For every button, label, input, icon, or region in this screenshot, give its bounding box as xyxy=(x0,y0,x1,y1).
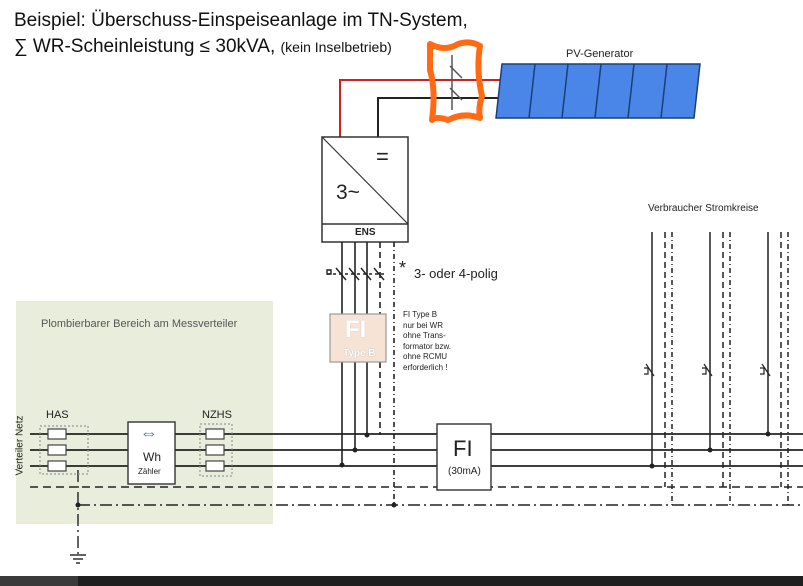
diagram-title-line1: Beispiel: Überschuss-Einspeiseanlage im … xyxy=(14,10,468,31)
diagram-title-line2: ∑ WR-Scheinleistung ≤ 30kVA, (kein Insel… xyxy=(14,36,392,58)
inverter-dc-symbol: = xyxy=(376,144,389,169)
inverter-ac-symbol: 3~ xyxy=(336,181,360,204)
meter-arrow-icon: ⇔ xyxy=(140,423,158,443)
nzhs-fuses xyxy=(199,423,233,477)
meter-box xyxy=(127,421,176,485)
meter-label: Zähler xyxy=(138,467,161,476)
ac-switch xyxy=(326,267,386,281)
junction-dots xyxy=(75,431,771,508)
fi-type-b-big: FI xyxy=(345,316,367,343)
has-fuses xyxy=(39,425,89,475)
sealed-area-label: Plombierbarer Bereich am Messverteiler xyxy=(41,318,238,330)
fi-main-big: FI xyxy=(453,436,473,461)
dc-switch-highlight xyxy=(427,39,485,123)
fi-type-b-small: Type B xyxy=(343,348,376,359)
dc-plus-line xyxy=(339,79,500,137)
fi-main-box xyxy=(436,423,492,491)
ens-label: ENS xyxy=(355,227,376,238)
bottom-bar xyxy=(0,576,803,586)
dc-switch xyxy=(449,55,463,110)
consumer-circuits xyxy=(651,232,789,505)
fi-main-small: (30mA) xyxy=(448,466,481,477)
meter-unit: Wh xyxy=(143,450,161,464)
inverter xyxy=(321,136,409,243)
nzhs-label: NZHS xyxy=(202,409,232,421)
fi-type-b-note: FI Type B nur bei WR ohne Trans- formato… xyxy=(403,310,452,372)
title-main: ∑ WR-Scheinleistung ≤ 30kVA, xyxy=(14,36,276,57)
switch-note-star: * xyxy=(399,258,407,278)
consumers-label: Verbraucher Stromkreise xyxy=(648,203,759,214)
grid-label: Verteiler Netz xyxy=(14,415,26,476)
switch-note-text: 3- oder 4-polig xyxy=(414,266,498,281)
pv-generator-panels xyxy=(495,63,701,119)
has-label: HAS xyxy=(46,409,69,421)
consumer-breakers xyxy=(644,363,771,377)
pv-generator-label: PV-Generator xyxy=(566,48,634,60)
title-note: (kein Inselbetrieb) xyxy=(280,39,392,55)
fi-type-b-box xyxy=(329,313,387,363)
ground-icon xyxy=(70,554,86,564)
